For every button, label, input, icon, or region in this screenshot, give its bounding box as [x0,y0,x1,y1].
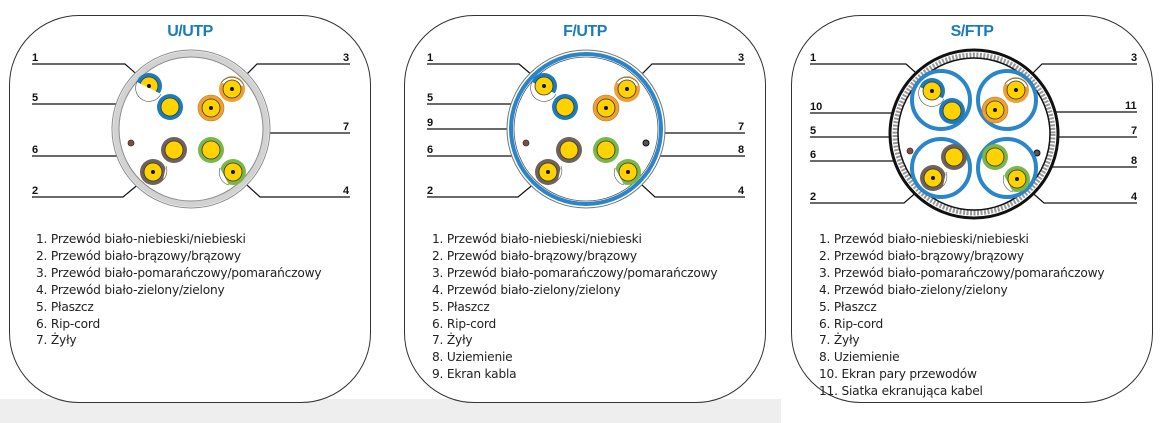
legend-item: 1. Przewód biało-niebieski/niebieski [819,232,1029,246]
legend-item: 8. Uziemienie [432,350,513,365]
legend-item: 6. Rip-cord [819,316,883,331]
pair-orange [592,76,640,122]
legend-item: 5. Płaszcz [36,299,94,314]
braid-shield [892,52,1056,216]
callout-line-11 [1046,111,1137,120]
pair-brown [140,137,187,185]
callout-10: 10 [810,101,822,113]
legend-item: 7. Żyły [432,333,473,348]
callout-2: 2 [427,185,433,197]
pair-orange [197,76,245,122]
panel-title: S/FTP [950,23,994,40]
legend-item: 5. Płaszcz [819,299,877,314]
legend-item: 2. Przewód biało-brązowy/brązowy [819,248,1024,263]
callout-3: 3 [1131,52,1137,64]
legend-item: 2. Przewód biało-brązowy/brązowy [36,248,241,263]
callout-8: 8 [1131,155,1137,167]
callout-8: 8 [738,144,744,156]
panel-sftp: S/FTP [791,15,1153,403]
legend-item: 7. Żyły [819,333,860,348]
callout-7: 7 [738,121,744,133]
callout-9: 9 [427,117,433,129]
legend-item: 4. Przewód biało-zielony/zielony [819,282,1008,297]
callout-6: 6 [32,144,38,156]
callout-5: 5 [32,92,38,104]
pair-shield [976,69,1038,131]
legend-item: 5. Płaszcz [432,299,490,314]
legend-item: 1. Przewód biało-niebieski/niebieski [36,232,246,246]
panel-futp: F/UTP [404,15,766,403]
legend-item: 3. Przewód biało-pomarańczowy/pomarańczo… [819,265,1105,280]
callout-7: 7 [343,121,349,133]
callout-5: 5 [810,125,816,137]
rip-cord [522,139,530,147]
legend-list: 1. Przewód biało-niebieski/niebieski 2. … [432,231,718,383]
pair-blue [135,73,183,120]
legend-list: 1. Przewód biało-niebieski/niebieski 2. … [36,231,322,349]
callout-1: 1 [810,52,816,64]
legend-item: 8. Uziemienie [819,350,900,365]
callout-3: 3 [738,52,744,64]
drain-wire [642,139,650,147]
callout-5: 5 [427,92,433,104]
legend-item: 3. Przewód biało-pomarańczowy/pomarańczo… [36,265,322,280]
legend-item: 6. Rip-cord [36,316,100,331]
callout-11: 11 [1125,100,1137,112]
cable-shield [509,52,663,206]
cable-diagram-sftp: 1 10 5 6 2 3 11 7 8 4 [810,48,1138,220]
callout-4: 4 [1131,191,1138,203]
rip-cord [906,147,914,155]
pair-shield [910,69,972,131]
legend-list: 1. Przewód biało-niebieski/niebieski 2. … [819,231,1105,400]
legend-item: 1. Przewód biało-niebieski/niebieski [432,232,642,246]
callout-2: 2 [810,191,816,203]
pair-brown [920,144,967,191]
callout-6: 6 [810,149,816,161]
pair-shield [976,137,1038,199]
legend-item: 7. Żyły [36,333,77,348]
legend-item: 2. Przewód biało-brązowy/brązowy [432,248,637,263]
callout-1: 1 [32,52,38,64]
cable-diagram-uutp: 1 5 6 2 3 7 4 [32,49,350,209]
pair-brown [535,137,582,185]
background-strip [0,399,781,423]
pair-green [982,144,1030,193]
legend-item: 3. Przewód biało-pomarańczowy/pomarańczo… [432,265,718,280]
callout-3: 3 [343,52,349,64]
callout-7: 7 [1131,125,1137,137]
pair-green [593,137,641,186]
panel-uutp: U/UTP [9,15,371,403]
callout-4: 4 [738,185,745,197]
callout-2: 2 [32,185,38,197]
legend-item: 10. Ekran pary przewodów [819,367,977,382]
pair-shield [910,137,972,199]
panel-title: U/UTP [167,23,213,40]
pair-blue [918,78,965,124]
legend-item: 11. Siatka ekranująca kabel [819,384,983,399]
cable-diagram-futp: 1 5 9 6 2 3 7 8 4 [427,49,745,209]
legend-item: 6. Rip-cord [432,316,496,331]
callout-4: 4 [343,185,350,197]
panel-title: F/UTP [563,23,607,40]
legend-item: 4. Przewód biało-zielony/zielony [432,282,621,297]
pair-blue [530,73,578,120]
pair-orange [981,77,1029,124]
rip-cord [127,139,135,147]
legend-item: 4. Przewód biało-zielony/zielony [36,282,225,297]
callout-6: 6 [427,144,433,156]
pair-green [198,137,246,186]
legend-item: 9. Ekran kabla [432,367,517,382]
callout-1: 1 [427,52,433,64]
